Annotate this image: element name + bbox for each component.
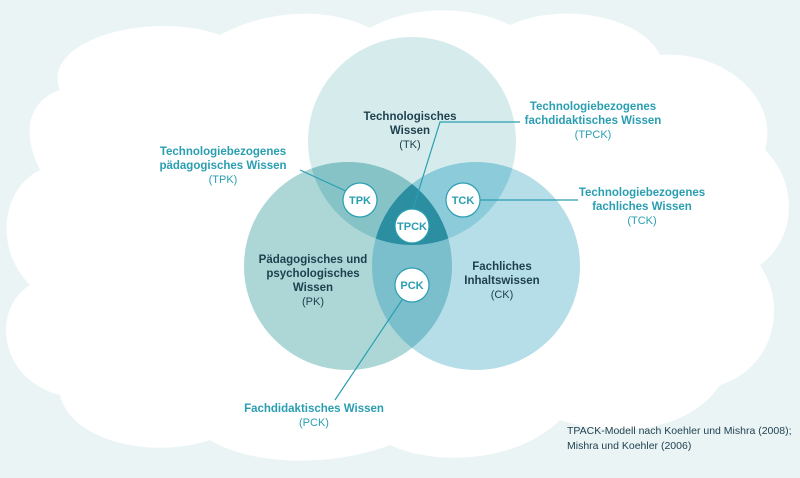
tpck-callout-line1: Technologiebezogenes [530,101,656,113]
tpk-connector [299,169,349,193]
ck-title-line2: Inhaltswissen [464,275,539,287]
pk-abbr: (PK) [302,296,324,308]
ck-title-line1: Fachliches [472,261,531,273]
tk-title-line2: Wissen [390,125,430,137]
tpk-callout-abbr: (TPK) [209,174,238,186]
tpk-node-label: TPK [349,195,371,207]
tpk-callout-line2: pädagogisches Wissen [159,160,286,172]
tpck-callout-abbr: (TPCK) [575,129,612,141]
pk-title-line1: Pädagogisches und [259,254,368,266]
tpk-node [342,182,378,218]
tck-callout-line1: Technologiebezogenes [579,187,705,199]
tk-abbr: (TK) [399,139,420,151]
tpck-callout-line2: fachdidaktisches Wissen [525,115,662,127]
tck-callout-abbr: (TCK) [627,215,656,227]
citation-line2: Mishra und Koehler (2006) [567,440,691,452]
ck-abbr: (CK) [491,289,514,301]
pck-callout-line1: Fachdidaktisches Wissen [244,403,384,415]
tpck-node [394,208,430,244]
tck-callout-line2: fachliches Wissen [592,201,692,213]
tk-title-line1: Technologisches [363,111,456,123]
tpck-connector [411,121,520,213]
pck-node-label: PCK [400,280,423,292]
pk-title-line2: psychologisches [266,268,359,280]
tck-node-label: TCK [452,195,475,207]
pck-callout-abbr: (PCK) [299,417,329,429]
tpck-node-label: TPCK [397,221,427,233]
pck-connector [334,299,403,401]
pk-title-line3: Wissen [293,282,333,294]
tpk-callout-line1: Technologiebezogenes [160,146,286,158]
pck-node [394,267,430,303]
citation-line1: TPACK-Modell nach Koehler und Mishra (20… [567,425,792,437]
tck-node [445,182,481,218]
